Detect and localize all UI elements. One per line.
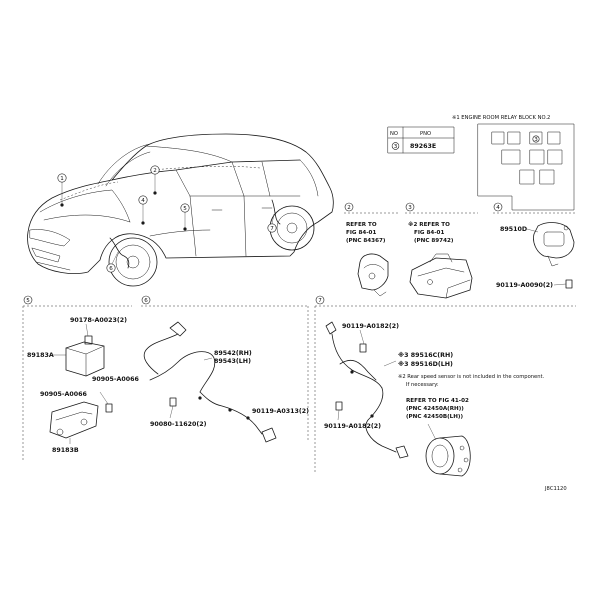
section4-part-main: 89510D <box>500 226 527 233</box>
svg-text:6: 6 <box>144 298 148 304</box>
section3-refer: ※2 REFER TO <box>408 222 450 228</box>
callout-4: 4 <box>138 195 148 205</box>
svg-text:1: 1 <box>60 176 64 182</box>
svg-text:3: 3 <box>408 205 412 211</box>
relay-block-title: ※1 ENGINE ROOM RELAY BLOCK NO.2 <box>452 115 550 121</box>
legend-table: NO PNO 3 89263E <box>387 126 455 154</box>
rear-speed-sensor-drawing <box>325 321 409 459</box>
section6-part-lh: 89543(LH) <box>214 358 251 365</box>
section-7: 7 90119-A0182(2) ※3 89516C(RH) ※3 89516D… <box>314 295 576 477</box>
svg-text:6: 6 <box>109 266 113 272</box>
section5-bracket: 89183B <box>52 447 79 454</box>
section3-fig: FIG 84-01 <box>414 230 444 236</box>
section7-pnc-lh: (PNC 42450B(LH)) <box>406 414 463 420</box>
legend-col-no: NO <box>390 131 398 137</box>
section-6: 6 89542(RH) 89543(LH) 90080-11620(2) 901… <box>141 295 309 443</box>
section3-part-drawing <box>409 253 473 299</box>
section5-sensor: 89183A <box>27 352 54 359</box>
callout-1: 1 <box>57 173 67 183</box>
rear-hub-drawing <box>425 423 471 477</box>
svg-text:4: 4 <box>496 205 500 211</box>
section7-part-lh: ※3 89516D(LH) <box>398 359 453 368</box>
section5-bolt-mid: 90905-A0066 <box>40 391 88 398</box>
section4-part-bolt: 90119-A0090(2) <box>496 282 553 289</box>
legend-part-number: 89263E <box>410 143 436 150</box>
diagram-id: J8C1120 <box>544 486 567 492</box>
svg-text:5: 5 <box>183 206 187 212</box>
section5-bolt-side: 90905-A0066 <box>92 376 140 383</box>
section-4: 4 89510D 90119-A0090(2) <box>493 202 576 289</box>
legend-col-pno: PNO <box>420 131 431 137</box>
section-3: 3 ※2 REFER TO FIG 84-01 (PNC 89742) <box>405 202 478 299</box>
section7-note2: If necessary: <box>406 382 439 388</box>
section7-bolt-bottom: 90119-A0182(2) <box>324 423 381 430</box>
callout-5: 5 <box>180 203 190 213</box>
callout-2: 2 <box>150 165 160 175</box>
section2-part-drawing <box>357 253 389 297</box>
section7-note1: ※2 Rear speed sensor is not included in … <box>398 374 545 380</box>
section3-pnc: (PNC 89742) <box>414 238 454 244</box>
relay-block: 3 <box>477 123 575 211</box>
svg-text:4: 4 <box>141 198 145 204</box>
svg-text:3: 3 <box>394 144 398 150</box>
sensor-bracket-drawing <box>49 401 99 444</box>
svg-text:7: 7 <box>318 298 322 304</box>
section4-part-drawing <box>533 222 575 267</box>
section2-refer: REFER TO <box>346 222 377 228</box>
front-speed-sensor-drawing <box>143 321 277 443</box>
section6-bolt-right: 90119-A0313(2) <box>252 408 309 415</box>
yaw-rate-sensor-drawing <box>65 341 105 377</box>
section6-bolt-left: 90080-11620(2) <box>150 421 207 428</box>
svg-text:3: 3 <box>534 137 538 143</box>
section7-bolt-top: 90119-A0182(2) <box>342 323 399 330</box>
vehicle-illustration <box>27 133 334 287</box>
section7-pnc-rh: (PNC 42450A(RH)) <box>406 406 464 412</box>
callout-6: 6 <box>106 263 116 273</box>
section-5: 5 90178-A0023(2) 89183A 90905-A0066 9090… <box>22 295 140 460</box>
section7-part-rh: ※3 89516C(RH) <box>398 350 453 359</box>
section6-part-rh: 89542(RH) <box>214 350 252 357</box>
section5-bolt-top: 90178-A0023(2) <box>70 317 127 324</box>
svg-text:2: 2 <box>153 168 157 174</box>
callout-7: 7 <box>267 223 277 233</box>
svg-text:7: 7 <box>270 226 274 232</box>
svg-text:5: 5 <box>26 298 30 304</box>
section7-refer: REFER TO FIG 41-02 <box>406 398 469 404</box>
section2-pnc: (PNC 84367) <box>346 238 386 244</box>
section2-fig: FIG 84-01 <box>346 230 376 236</box>
section-2: 2 REFER TO FIG 84-01 (PNC 84367) <box>344 202 398 297</box>
svg-text:2: 2 <box>347 205 351 211</box>
